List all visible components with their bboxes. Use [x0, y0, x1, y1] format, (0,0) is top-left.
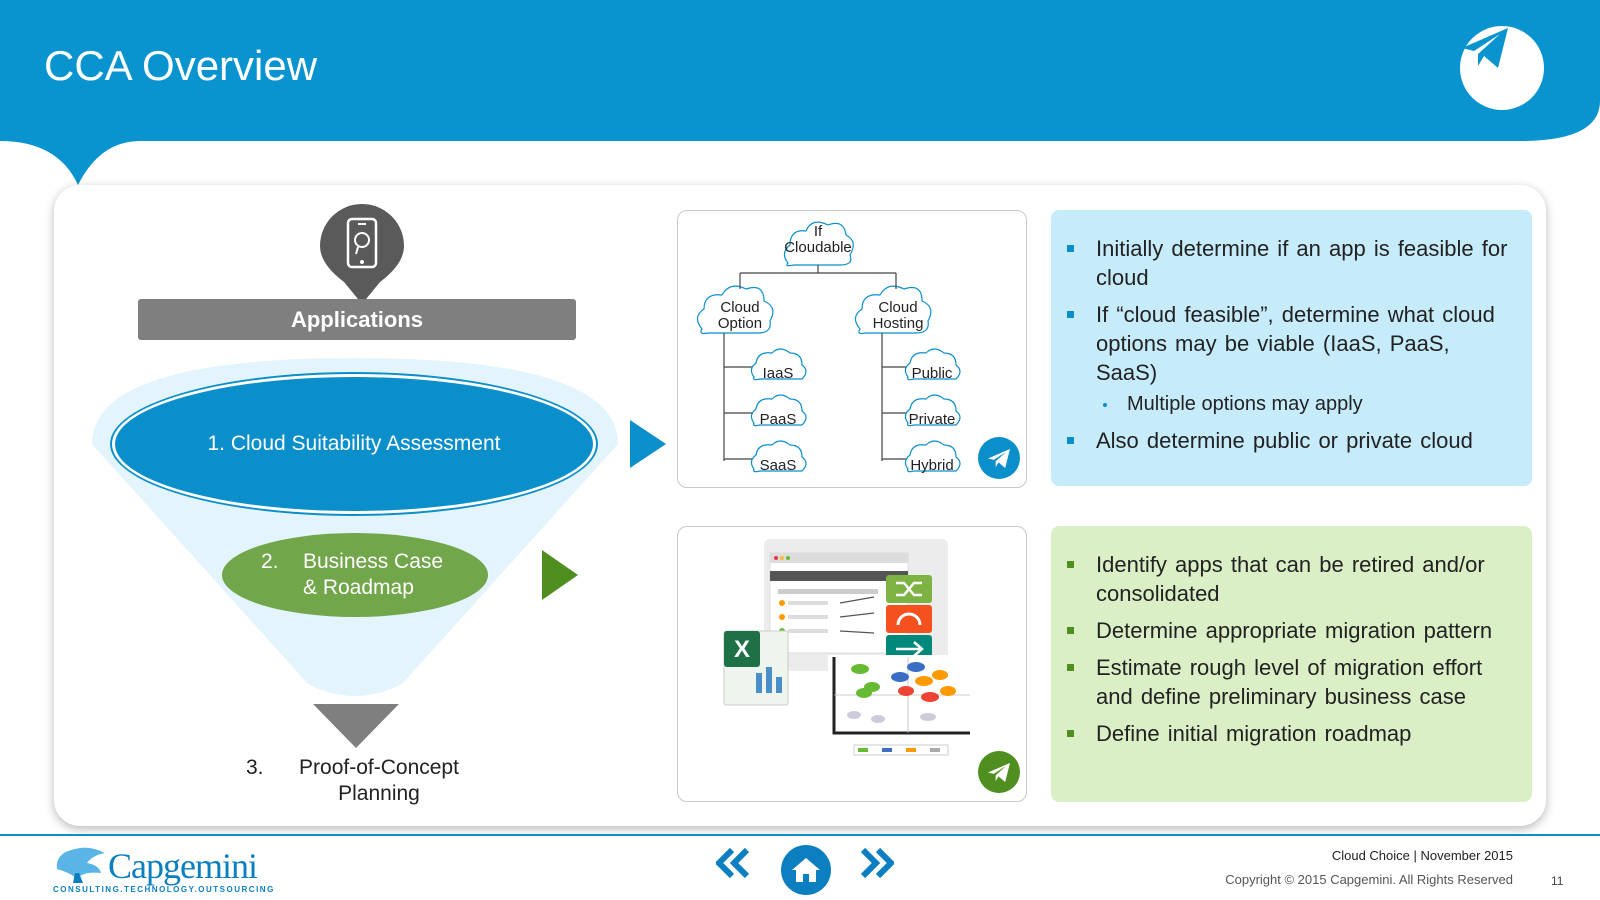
footer-divider	[0, 834, 1600, 836]
next-icon[interactable]	[860, 846, 896, 885]
home-icon[interactable]	[781, 845, 831, 895]
page-number: 11	[1551, 874, 1564, 888]
cloud-suitability-details: Initially determine if an app is feasibl…	[1051, 210, 1532, 486]
step-business-case-roadmap[interactable]: 2. Business Case & Roadmap	[222, 533, 488, 617]
business-case-details: Identify apps that can be retired and/or…	[1051, 526, 1532, 802]
play-arrow-blue-icon	[630, 420, 666, 468]
sub-bullet-item: Multiple options may apply	[1103, 391, 1510, 418]
step2-number: 2.	[261, 550, 279, 573]
applications-label: Applications	[138, 299, 576, 340]
tree-hosting-public: Public	[911, 365, 953, 382]
event-label: Cloud Choice | November 2015	[1331, 848, 1513, 863]
spade-logo-icon	[56, 847, 105, 883]
bullet-item: If “cloud feasible”, determine what clou…	[1067, 300, 1510, 387]
step2-line2: & Roadmap	[303, 576, 414, 599]
header-banner: CCA Overview	[0, 0, 1600, 185]
step3-line1: Proof-of-Concept	[299, 756, 459, 779]
tree-diagram	[696, 221, 961, 473]
migration-planning-illustration: X	[723, 539, 972, 756]
migration-illustration-card: X	[677, 526, 1027, 802]
bullet-item: Also determine public or private cloud	[1067, 426, 1510, 455]
bullet-item: Identify apps that can be retired and/or…	[1067, 550, 1510, 608]
tree-option-saas: SaaS	[759, 457, 797, 474]
paper-plane-icon	[1460, 26, 1544, 110]
tree-hosting-hybrid: Hybrid	[910, 457, 954, 474]
brand-name: Capgemini	[108, 846, 258, 886]
step3-number: 3.	[246, 756, 264, 779]
copyright-notice: Copyright © 2015 Capgemini. All Rights R…	[1225, 872, 1513, 887]
capgemini-logo: Capgemini CONSULTING.TECHNOLOGY.OUTSOURC…	[53, 843, 273, 894]
step3-line2: Planning	[338, 782, 420, 805]
funnel-down-arrow	[313, 704, 399, 748]
previous-icon[interactable]	[714, 846, 750, 885]
step2-line1: Business Case	[303, 550, 444, 573]
tree-hosting-private: Private	[908, 411, 956, 428]
step-proof-of-concept: 3. Proof-of-Concept Planning	[246, 755, 476, 807]
smartphone-pin-icon	[318, 202, 406, 307]
bullet-item: Estimate rough level of migration effort…	[1067, 653, 1510, 711]
bullet-item: Initially determine if an app is feasibl…	[1067, 234, 1510, 292]
tree-option-iaas: IaaS	[762, 365, 794, 382]
svg-text:X: X	[734, 636, 750, 663]
paper-plane-icon	[978, 751, 1020, 793]
header-shape	[0, 0, 1600, 185]
paper-plane-icon	[978, 437, 1020, 479]
play-arrow-green-icon	[542, 550, 578, 600]
slide-title: CCA Overview	[44, 42, 318, 89]
tree-option-paas: PaaS	[759, 411, 797, 428]
bullet-item: Define initial migration roadmap	[1067, 719, 1510, 748]
brand-tagline: CONSULTING.TECHNOLOGY.OUTSOURCING	[53, 885, 275, 894]
bullet-item: Determine appropriate migration pattern	[1067, 616, 1510, 645]
step-cloud-suitability-assessment[interactable]: 1. Cloud Suitability Assessment	[112, 374, 596, 514]
